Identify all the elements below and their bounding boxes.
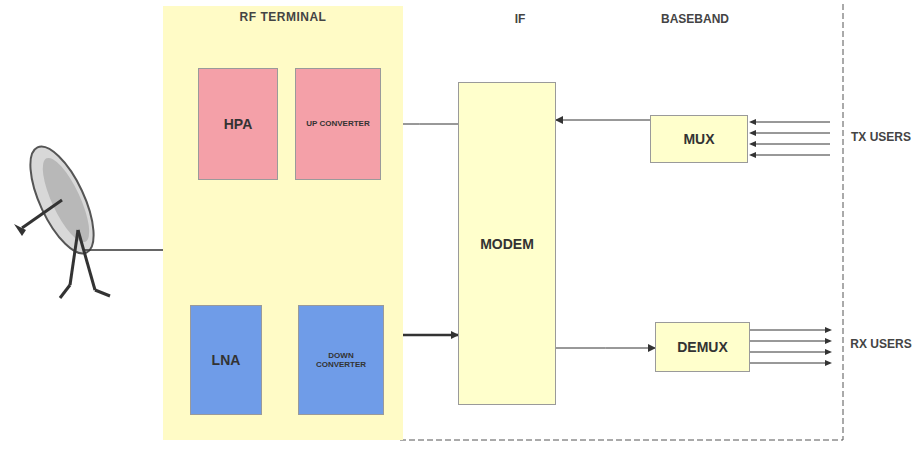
node-text: MODEM (480, 236, 534, 252)
modem-box: MODEM (458, 82, 556, 405)
node-text: HPA (224, 116, 253, 132)
section-label: RX USERS (850, 337, 912, 351)
converter-box: DOWN CONVERTER (298, 305, 384, 415)
section-label: BASEBAND (640, 12, 750, 26)
boundary-line (843, 4, 844, 440)
node-text: UP CONVERTER (306, 119, 369, 128)
lna-box: LNA (190, 305, 262, 415)
section-label: TX USERS (850, 130, 912, 144)
signal-arrow (556, 348, 655, 349)
node-text: LNA (212, 352, 241, 368)
mux-box: MUX (650, 115, 748, 163)
demux-box: DEMUX (655, 322, 750, 372)
node-text: DEMUX (677, 339, 728, 355)
user-lines (750, 122, 830, 363)
node-text: MUX (683, 131, 714, 147)
rf-terminal-panel: RF TERMINAL HPA UP CONVERTER LNA DOWN CONVER… (163, 6, 403, 440)
antenna-dish (14, 138, 110, 298)
hpa-box: HPA (198, 68, 278, 180)
section-label: IF (500, 12, 540, 26)
signal-arrow (556, 120, 650, 121)
converter-box: UP CONVERTER (295, 68, 381, 180)
boundary-line (400, 440, 843, 441)
node-text: DOWN CONVERTER (303, 351, 379, 369)
node-text: RF TERMINAL (163, 6, 403, 24)
user-arrows (749, 119, 832, 366)
